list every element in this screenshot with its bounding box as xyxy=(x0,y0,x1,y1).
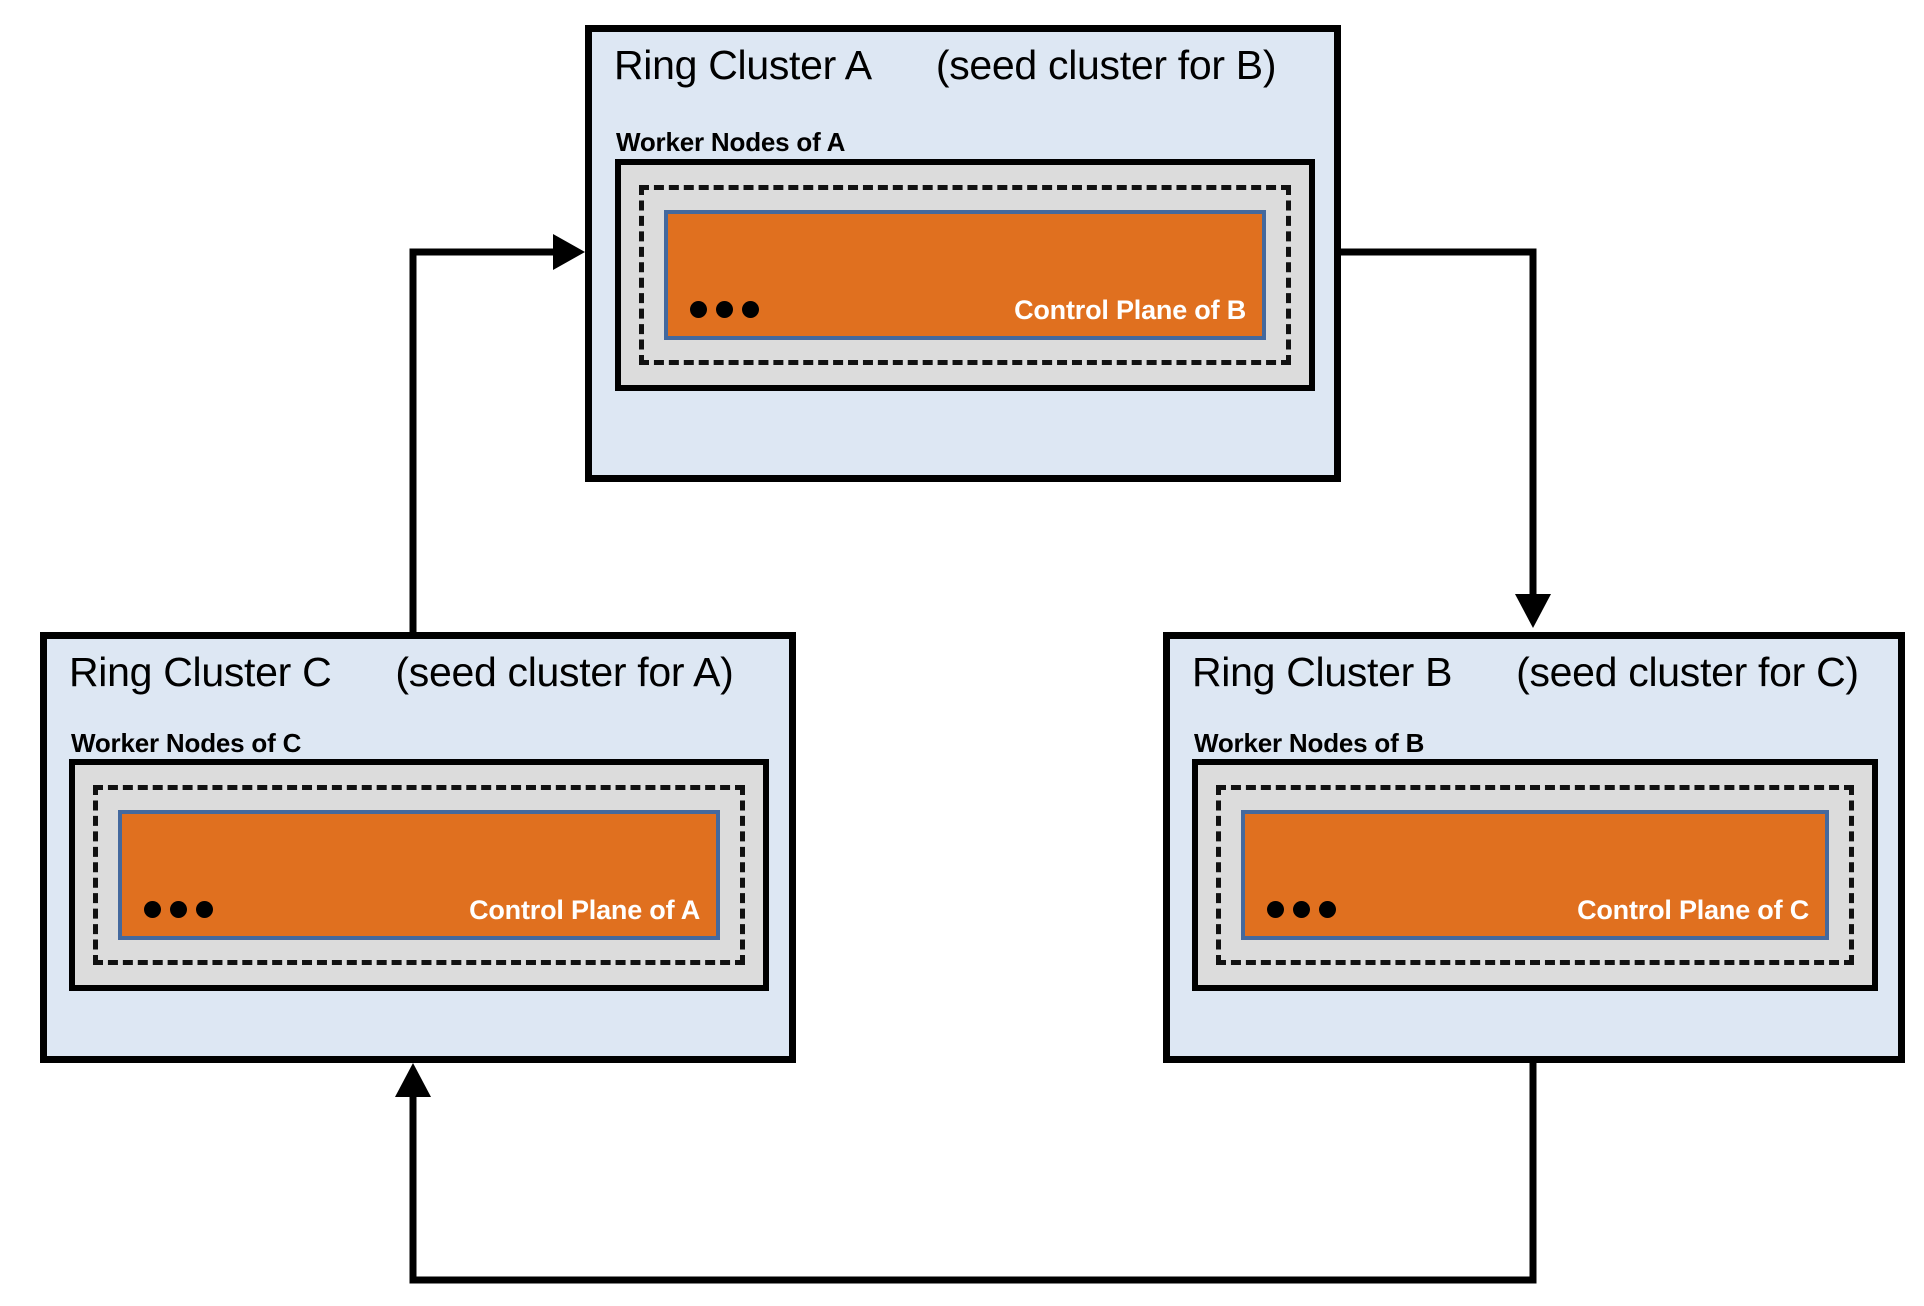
more-pods-ellipsis-icon xyxy=(144,901,213,918)
control-plane-c-pod[interactable]: Control Plane of C xyxy=(1241,810,1829,940)
control-plane-a-label: Control Plane of A xyxy=(469,895,700,925)
ring-cluster-b[interactable]: Ring Cluster B (seed cluster for C) Worke… xyxy=(1163,632,1905,1063)
control-plane-b-label: Control Plane of B xyxy=(1014,295,1246,325)
node-boundary-c xyxy=(93,785,745,965)
worker-nodes-box-c[interactable]: Control Plane of A xyxy=(69,759,769,991)
cluster-a-seed-note: (seed cluster for B) xyxy=(935,42,1277,88)
more-pods-ellipsis-icon xyxy=(690,301,759,318)
cluster-c-name: Ring Cluster C xyxy=(69,649,332,695)
control-plane-a-pod[interactable]: Control Plane of A xyxy=(118,810,720,940)
control-plane-b-pod[interactable]: Control Plane of B xyxy=(664,210,1266,340)
cluster-a-title: Ring Cluster A (seed cluster for B) xyxy=(614,42,1277,88)
connector-b-to-c xyxy=(395,1063,1537,1284)
cluster-c-title: Ring Cluster C (seed cluster for A) xyxy=(69,649,734,695)
cluster-b-seed-note: (seed cluster for C) xyxy=(1516,649,1859,695)
cluster-b-worker-label: Worker Nodes of B xyxy=(1194,728,1425,758)
ring-cluster-a[interactable]: Ring Cluster A (seed cluster for B) Worke… xyxy=(585,25,1341,482)
cluster-b-title: Ring Cluster B (seed cluster for C) xyxy=(1192,649,1859,695)
worker-nodes-box-b[interactable]: Control Plane of C xyxy=(1192,759,1878,991)
connector-a-to-b xyxy=(1341,248,1551,628)
cluster-b-name: Ring Cluster B xyxy=(1192,649,1453,695)
cluster-a-worker-label: Worker Nodes of A xyxy=(616,127,846,157)
ring-cluster-c[interactable]: Ring Cluster C (seed cluster for A) Worke… xyxy=(40,632,796,1063)
node-boundary-a xyxy=(639,185,1291,365)
worker-nodes-box-a[interactable]: Control Plane of B xyxy=(615,159,1315,391)
connector-c-to-a xyxy=(409,234,585,632)
node-boundary-b xyxy=(1216,785,1854,965)
control-plane-c-label: Control Plane of C xyxy=(1577,895,1809,925)
cluster-a-name: Ring Cluster A xyxy=(614,42,872,88)
cluster-c-worker-label: Worker Nodes of C xyxy=(71,728,302,758)
more-pods-ellipsis-icon xyxy=(1267,901,1336,918)
cluster-c-seed-note: (seed cluster for A) xyxy=(395,649,734,695)
